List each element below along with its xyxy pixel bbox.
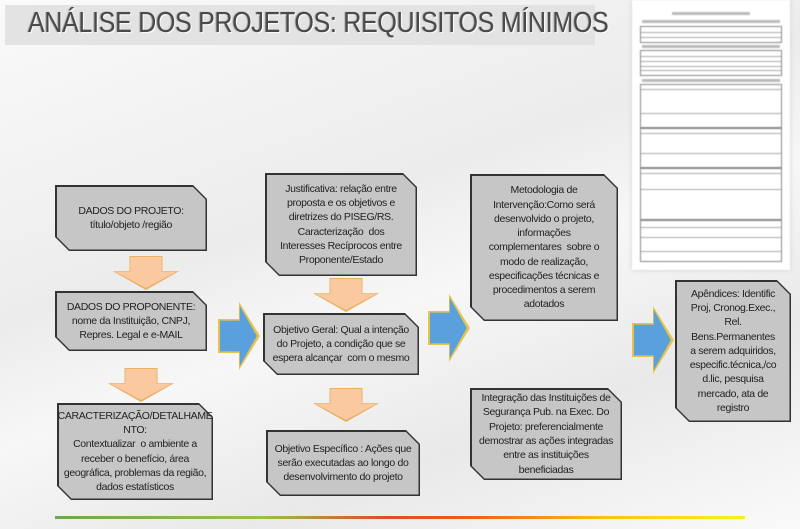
box-apendices: Apêndices: Identific Proj, Cronog.Exec.,…	[675, 280, 791, 422]
box-integracao: Integração das Instituições de Segurança…	[470, 388, 622, 480]
box-dados-projeto-text: DADOS DO PROJETO: título/objeto /região	[78, 204, 184, 231]
box-integracao-text: Integração das Instituições de Segurança…	[478, 392, 613, 476]
box-caracterizacao-text: CARACTERIZAÇÃO/DETALHAME NTO: Contextual…	[57, 409, 213, 494]
box-dados-proponente-text: DADOS DO PROPONENTE: nome da Instituição…	[66, 300, 196, 342]
down-arrow-icon	[313, 388, 379, 422]
down-arrow-icon	[108, 368, 174, 402]
box-metodologia: Metodologia de Intervenção:Como será des…	[470, 174, 618, 321]
box-objetivo-especifico: Objetivo Específico : Ações que serão ex…	[266, 430, 420, 496]
right-arrow-icon	[218, 302, 260, 370]
box-apendices-text: Apêndices: Identific Proj, Cronog.Exec.,…	[689, 287, 777, 414]
title-banner	[5, 5, 595, 45]
box-dados-projeto: DADOS DO PROJETO: título/objeto /região	[55, 185, 207, 251]
slide-title: ANÁLISE DOS PROJETOS: REQUISITOS MÍNIMOS	[28, 7, 609, 39]
footer-gradient-line	[55, 516, 745, 519]
form-thumbnail-image	[632, 0, 790, 270]
box-dados-proponente: DADOS DO PROPONENTE: nome da Instituição…	[55, 291, 207, 351]
right-arrow-icon	[428, 294, 470, 362]
box-objetivo-geral: Objetivo Geral: Qual a intenção do Proje…	[263, 313, 419, 375]
down-arrow-icon	[313, 278, 379, 312]
box-justificativa-text: Justificativa: relação entre proposta e …	[280, 182, 402, 267]
box-caracterizacao: CARACTERIZAÇÃO/DETALHAME NTO: Contextual…	[57, 403, 213, 500]
box-justificativa: Justificativa: relação entre proposta e …	[265, 173, 417, 276]
box-objetivo-especifico-text: Objetivo Específico : Ações que serão ex…	[274, 442, 412, 484]
down-arrow-icon	[113, 256, 179, 290]
box-objetivo-geral-text: Objetivo Geral: Qual a intenção do Proje…	[272, 323, 410, 365]
right-arrow-icon	[632, 306, 674, 374]
box-metodologia-text: Metodologia de Intervenção:Como será des…	[488, 184, 600, 311]
